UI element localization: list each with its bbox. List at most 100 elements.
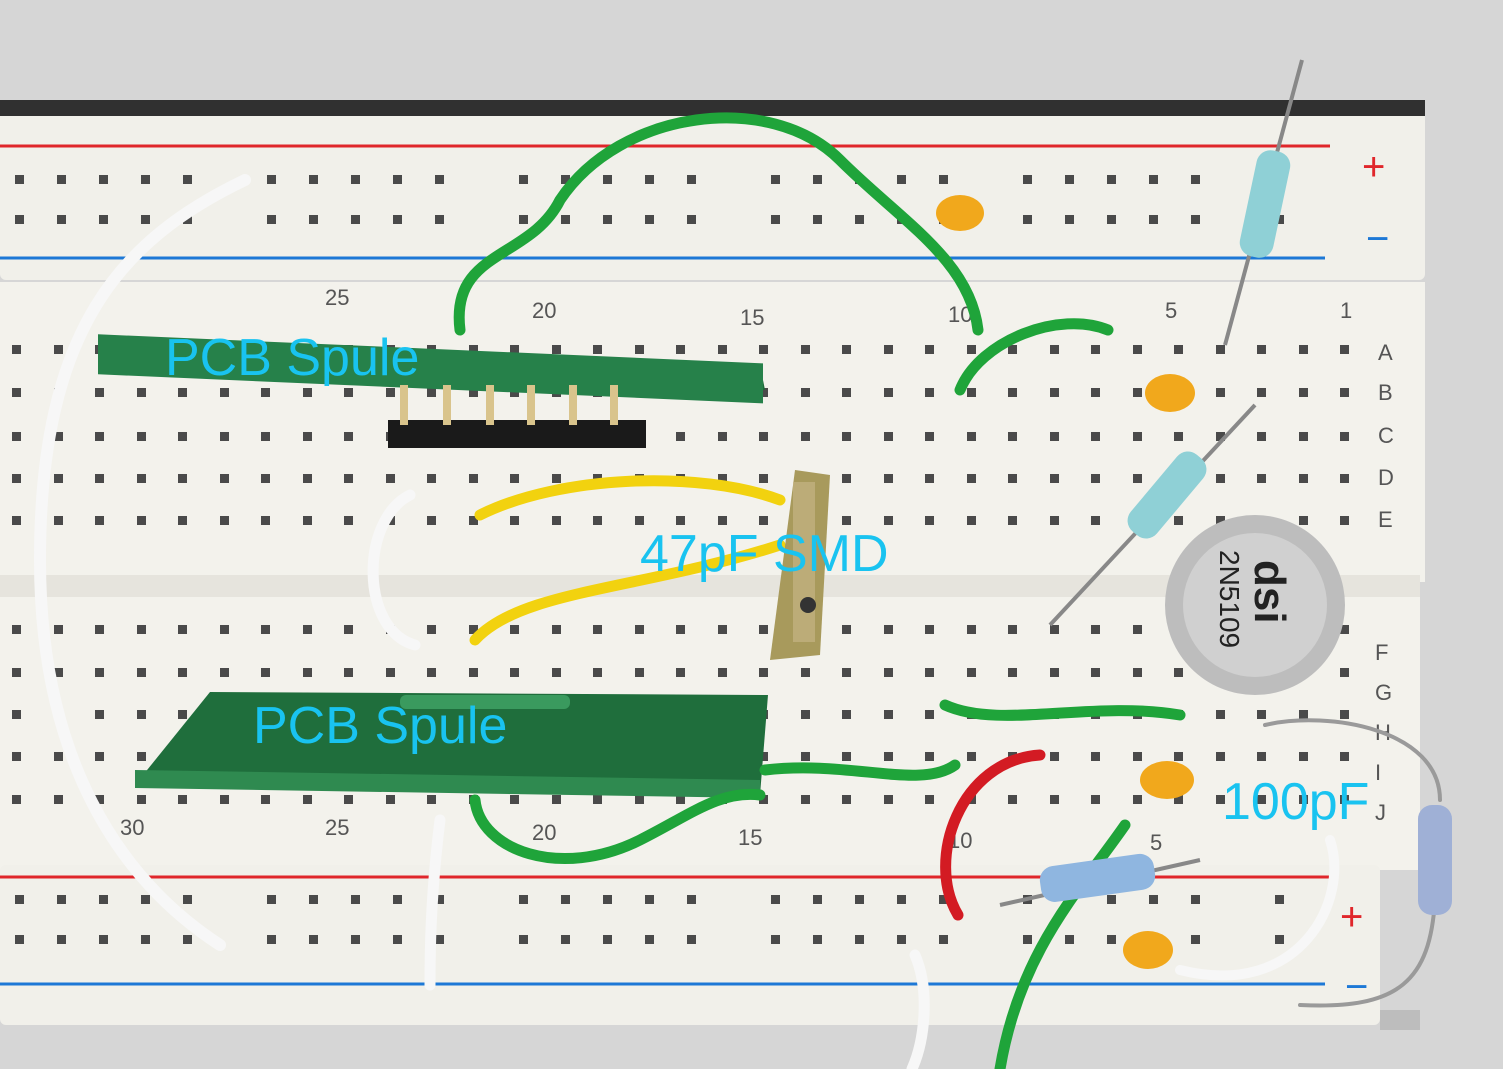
breadboard-hole: [1133, 668, 1142, 677]
breadboard-hole: [603, 895, 612, 904]
breadboard-hole: [1065, 175, 1074, 184]
label-capacitor-100pf: 100pF: [1222, 773, 1370, 831]
breadboard-hole: [925, 668, 934, 677]
breadboard-hole: [141, 175, 150, 184]
breadboard-hole: [593, 345, 602, 354]
column-number: 25: [325, 285, 349, 310]
breadboard-hole: [469, 345, 478, 354]
breadboard-hole: [1091, 432, 1100, 441]
breadboard-hole: [552, 516, 561, 525]
breadboard-hole: [1091, 516, 1100, 525]
breadboard-hole: [1340, 388, 1349, 397]
breadboard-hole: [1091, 625, 1100, 634]
breadboard-hole: [1091, 345, 1100, 354]
breadboard-hole: [552, 345, 561, 354]
column-number: 5: [1150, 830, 1162, 855]
breadboard-hole: [884, 710, 893, 719]
breadboard-hole: [1008, 625, 1017, 634]
breadboard-hole: [393, 895, 402, 904]
breadboard-hole: [1091, 752, 1100, 761]
breadboard-hole: [967, 625, 976, 634]
breadboard-hole: [54, 625, 63, 634]
breadboard-hole: [141, 935, 150, 944]
label-pcb-coil-bottom: PCB Spule: [253, 697, 508, 755]
breadboard-hole: [220, 625, 229, 634]
breadboard-hole: [351, 215, 360, 224]
breadboard-hole: [12, 668, 21, 677]
breadboard-hole: [309, 175, 318, 184]
breadboard-hole: [1340, 432, 1349, 441]
rail-plus-sign: +: [1362, 145, 1385, 189]
breadboard-markings: 25 20 15 10 5 1 30 25 20 15 10 5 A B C D…: [120, 145, 1394, 1009]
breadboard-hole: [137, 752, 146, 761]
breadboard-hole: [1299, 345, 1308, 354]
breadboard-hole: [220, 668, 229, 677]
column-number: 1: [1340, 298, 1352, 323]
breadboard-hole: [427, 474, 436, 483]
breadboard-hole: [386, 474, 395, 483]
breadboard-hole: [137, 795, 146, 804]
breadboard-hole: [261, 516, 270, 525]
breadboard-hole: [95, 474, 104, 483]
breadboard-hole: [435, 215, 444, 224]
breadboard-hole: [1275, 895, 1284, 904]
breadboard-hole: [1340, 668, 1349, 677]
breadboard-hole: [386, 668, 395, 677]
breadboard-hole: [645, 935, 654, 944]
breadboard-hole: [718, 345, 727, 354]
breadboard-hole: [99, 215, 108, 224]
breadboard-hole: [178, 795, 187, 804]
breadboard-hole: [1257, 795, 1266, 804]
breadboard-hole: [1174, 795, 1183, 804]
breadboard-hole: [967, 668, 976, 677]
breadboard-hole: [1008, 668, 1017, 677]
breadboard-hole: [801, 795, 810, 804]
breadboard-hole: [1174, 668, 1183, 677]
breadboard-hole: [1008, 795, 1017, 804]
breadboard-hole: [303, 516, 312, 525]
breadboard-hole: [137, 474, 146, 483]
breadboard-hole: [1107, 935, 1116, 944]
breadboard-hole: [855, 215, 864, 224]
breadboard-hole: [676, 668, 685, 677]
breadboard-hole: [220, 795, 229, 804]
breadboard-hole: [267, 175, 276, 184]
breadboard-hole: [15, 175, 24, 184]
breadboard-hole: [261, 795, 270, 804]
breadboard-hole: [12, 625, 21, 634]
column-number: 15: [740, 305, 764, 330]
breadboard-hole: [469, 668, 478, 677]
breadboard-hole: [1299, 474, 1308, 483]
breadboard-hole: [427, 795, 436, 804]
breadboard-hole: [925, 516, 934, 525]
breadboard-hole: [1340, 795, 1349, 804]
breadboard-hole: [344, 516, 353, 525]
breadboard-hole: [427, 625, 436, 634]
breadboard-hole: [635, 345, 644, 354]
breadboard-hole: [261, 388, 270, 397]
row-letter: E: [1378, 507, 1393, 532]
breadboard-hole: [99, 935, 108, 944]
breadboard-hole: [57, 175, 66, 184]
breadboard-hole: [884, 345, 893, 354]
breadboard-hole: [552, 474, 561, 483]
breadboard-hole: [925, 752, 934, 761]
breadboard-hole: [676, 432, 685, 441]
breadboard-hole: [884, 432, 893, 441]
breadboard-hole: [1050, 388, 1059, 397]
breadboard-hole: [1091, 795, 1100, 804]
breadboard-hole: [759, 625, 768, 634]
breadboard-hole: [771, 895, 780, 904]
breadboard-hole: [12, 710, 21, 719]
breadboard-hole: [759, 345, 768, 354]
breadboard-hole: [12, 516, 21, 525]
breadboard-hole: [759, 795, 768, 804]
breadboard-hole: [1299, 752, 1308, 761]
breadboard-hole: [303, 795, 312, 804]
breadboard-hole: [1023, 215, 1032, 224]
breadboard-hole: [1174, 345, 1183, 354]
breadboard-hole: [967, 388, 976, 397]
breadboard-hole: [137, 668, 146, 677]
breadboard-hole: [1133, 625, 1142, 634]
breadboard-hole: [54, 752, 63, 761]
